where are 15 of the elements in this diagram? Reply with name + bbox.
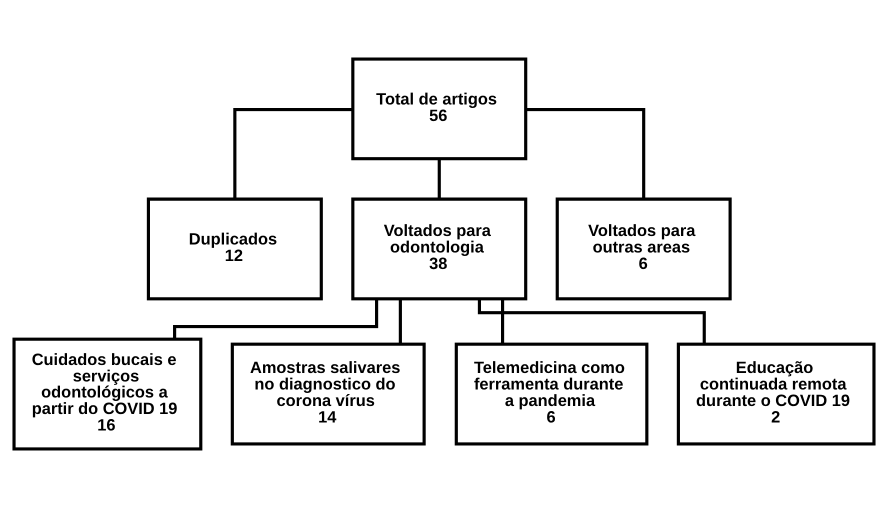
connector: [233, 107, 353, 198]
connector: [526, 107, 646, 198]
node-box: Telemedicina como ferramenta durante a pandemia 6: [454, 342, 648, 445]
connector: [478, 298, 706, 344]
node-box: Voltados para outras areas 6: [556, 197, 732, 300]
connector: [501, 298, 504, 344]
node-box: Voltados para odontologia 38: [351, 197, 528, 300]
connector: [398, 298, 402, 344]
node-box: Educação continuada remota durante o COVID 19 2: [676, 342, 876, 445]
connector: [173, 298, 378, 338]
node-box: Cuidados bucais e serviços odontológicos a partir do COVID 19 16: [12, 337, 202, 450]
node-box: Duplicados 12: [146, 197, 323, 300]
node-box: Amostras salivares no diagnostico do corona vírus 14: [230, 342, 426, 445]
connector: [438, 158, 441, 198]
node-box: Total de artigos 56: [351, 56, 528, 160]
